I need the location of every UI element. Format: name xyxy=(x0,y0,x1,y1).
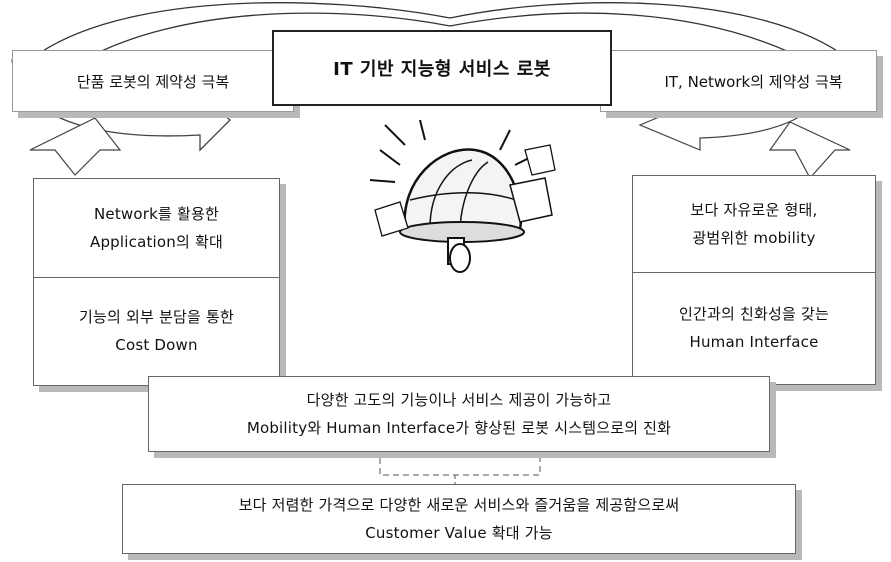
left-line-2: Application의 확대 xyxy=(90,233,223,251)
right-constraint-text: IT, Network의 제약성 극복 xyxy=(664,72,843,91)
left-constraint-banner: 단품 로봇의 제약성 극복 xyxy=(12,50,294,112)
title-box: IT 기반 지능형 서비스 로봇 xyxy=(272,30,612,106)
right-benefit-top: 보다 자유로운 형태, 광범위한 mobility xyxy=(633,176,875,273)
left-line-3: 기능의 외부 분담을 통한 xyxy=(79,308,234,326)
evolution-line-2: Mobility와 Human Interface가 향상된 로봇 시스템으로의… xyxy=(246,419,672,437)
right-constraint-banner: IT, Network의 제약성 극복 xyxy=(600,50,877,112)
left-line-1: Network를 활용한 xyxy=(94,205,219,223)
right-line-2: 광범위한 mobility xyxy=(692,229,816,247)
right-benefit-box: 보다 자유로운 형태, 광범위한 mobility 인간과의 친화성을 갖는 H… xyxy=(632,175,876,385)
left-benefit-bottom: 기능의 외부 분담을 통한 Cost Down xyxy=(34,277,279,385)
left-constraint-text: 단품 로봇의 제약성 극복 xyxy=(76,72,230,91)
diagram-title: IT 기반 지능형 서비스 로봇 xyxy=(333,59,551,80)
robot-sketch-icon xyxy=(360,110,560,280)
left-benefit-box: Network를 활용한 Application의 확대 기능의 외부 분담을 … xyxy=(33,178,280,386)
evolution-line-1: 다양한 고도의 기능이나 서비스 제공이 가능하고 xyxy=(306,391,612,409)
right-benefit-bottom: 인간과의 친화성을 갖는 Human Interface xyxy=(633,272,875,384)
customer-value-line-2: Customer Value 확대 가능 xyxy=(365,524,553,542)
left-line-4: Cost Down xyxy=(115,336,198,354)
evolution-box: 다양한 고도의 기능이나 서비스 제공이 가능하고 Mobility와 Huma… xyxy=(148,376,770,452)
right-line-1: 보다 자유로운 형태, xyxy=(690,201,818,219)
customer-value-box: 보다 저렴한 가격으로 다양한 새로운 서비스와 즐거움을 제공함으로써 Cus… xyxy=(122,484,796,554)
right-line-4: Human Interface xyxy=(689,333,819,351)
customer-value-line-1: 보다 저렴한 가격으로 다양한 새로운 서비스와 즐거움을 제공함으로써 xyxy=(238,496,680,514)
right-line-3: 인간과의 친화성을 갖는 xyxy=(679,305,829,323)
left-benefit-top: Network를 활용한 Application의 확대 xyxy=(34,179,279,278)
